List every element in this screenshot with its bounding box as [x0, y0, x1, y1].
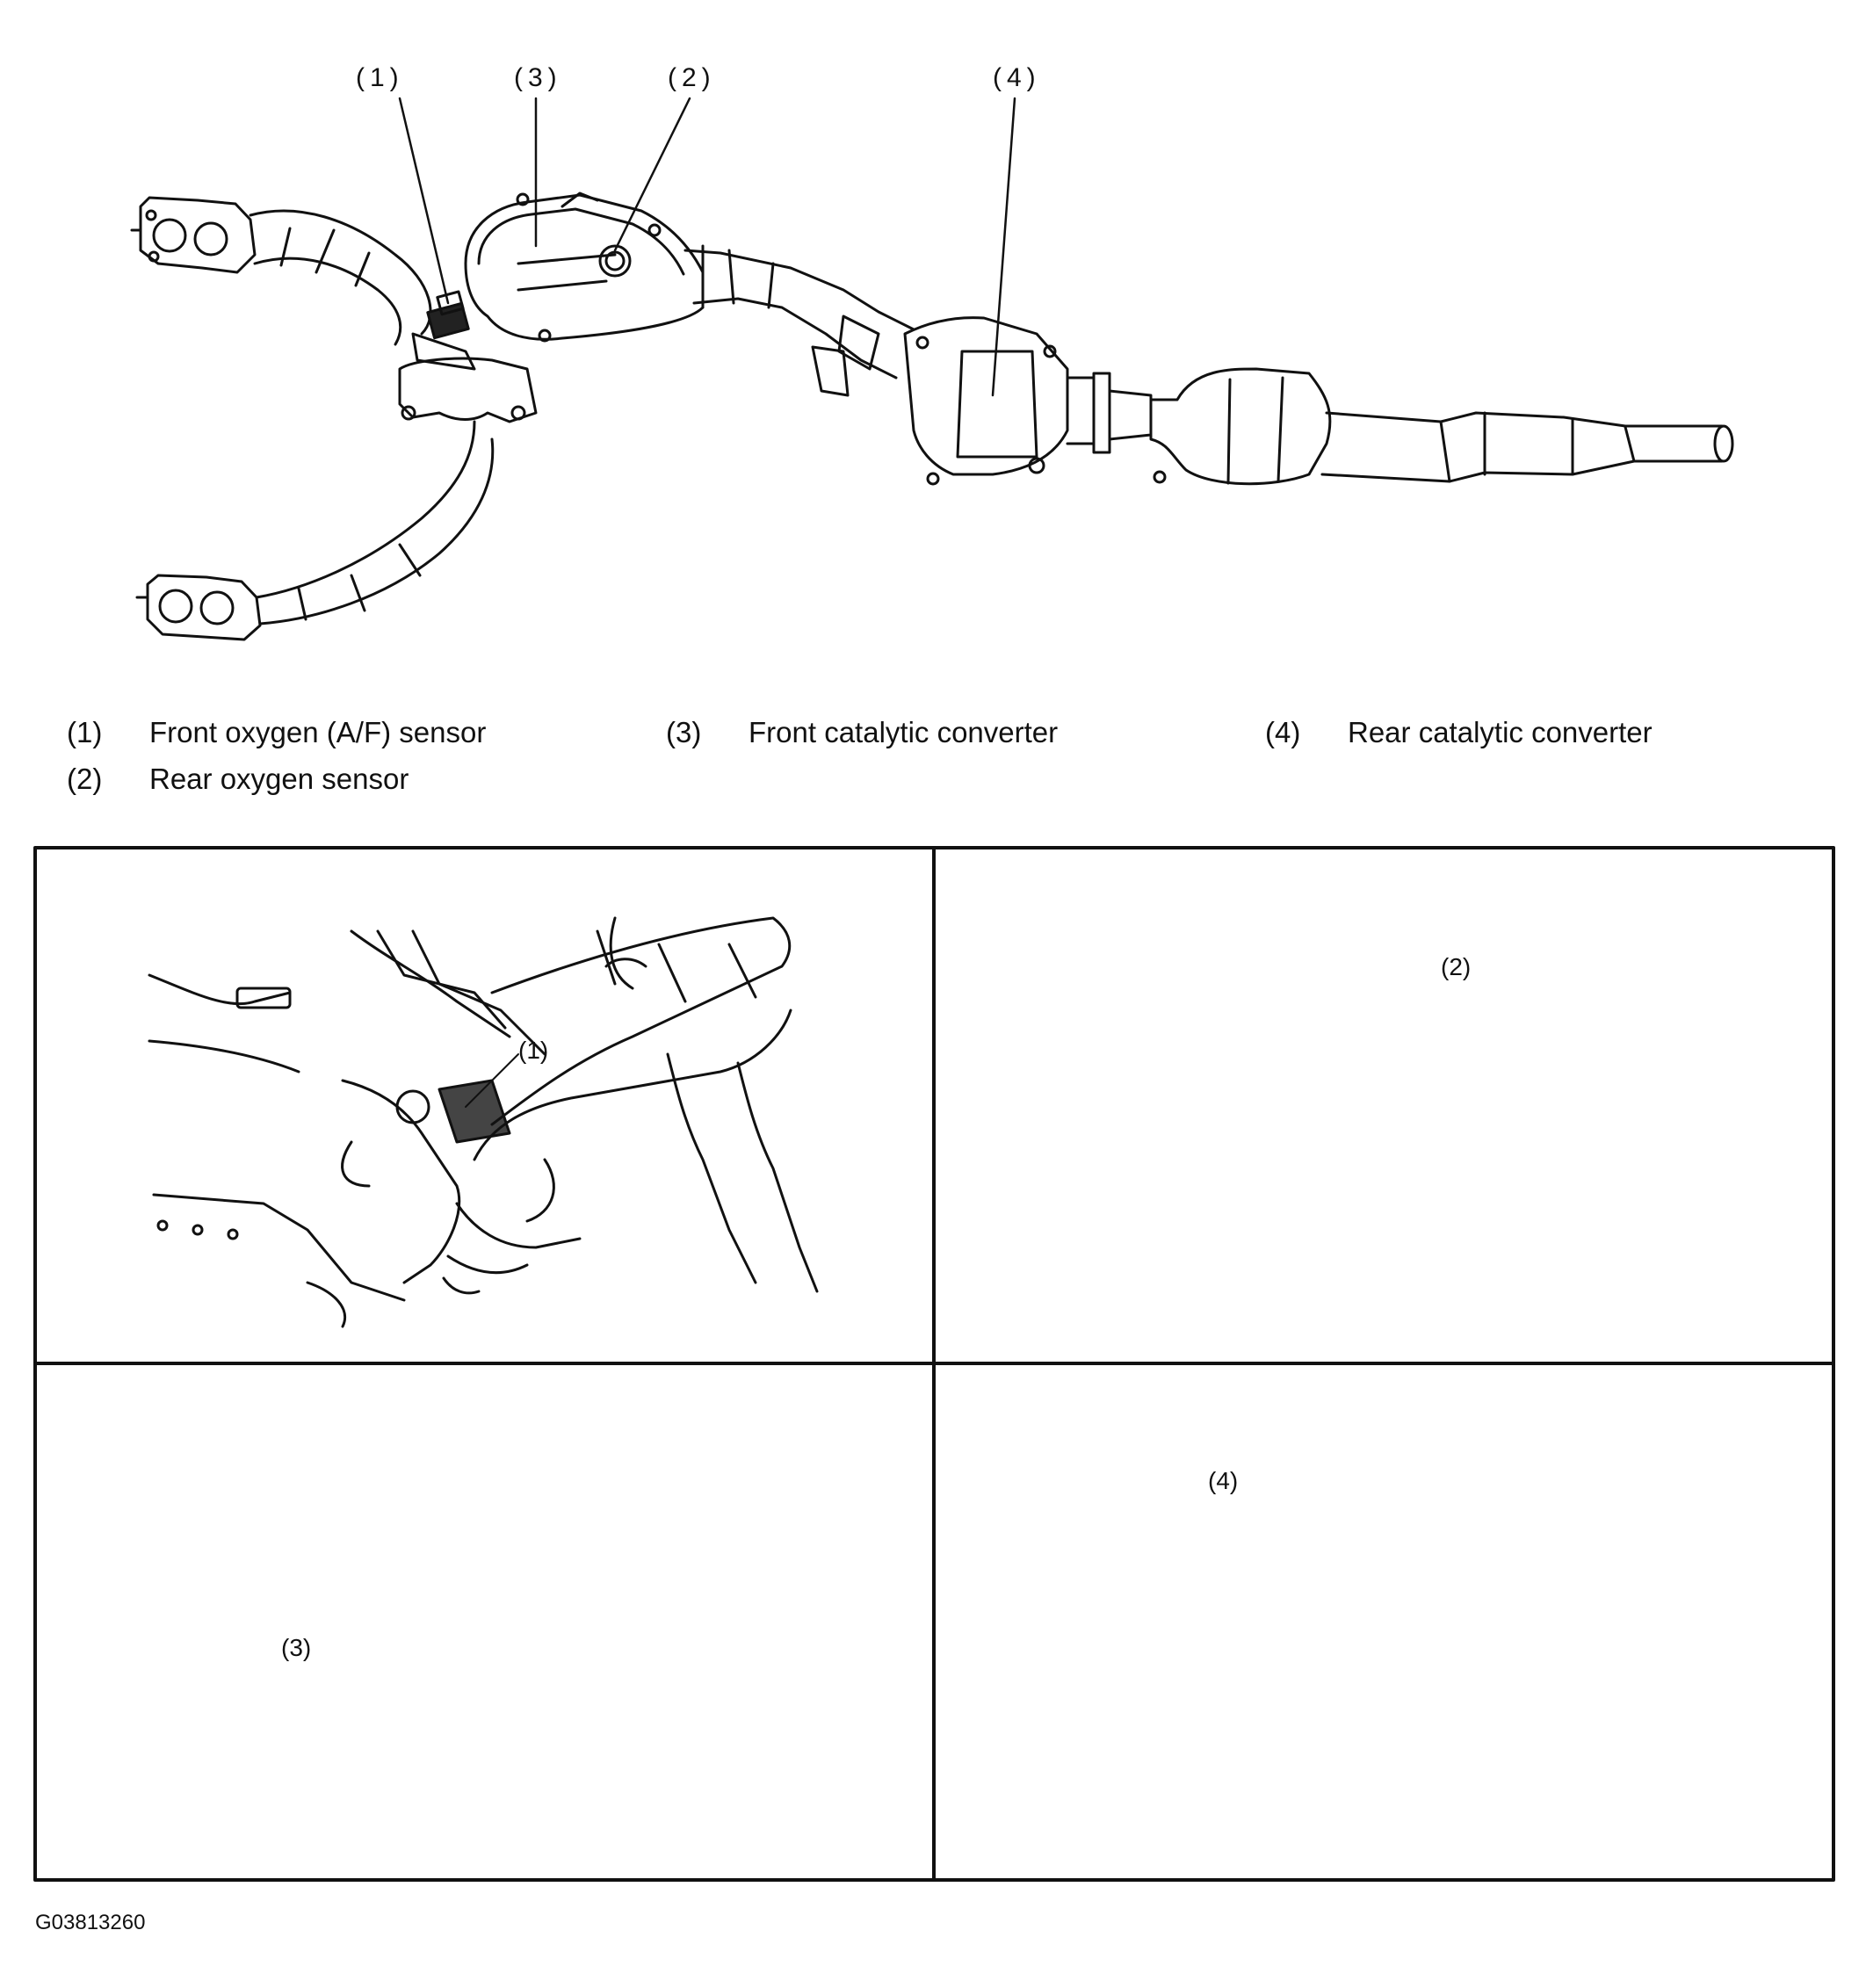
y-junction [398, 332, 538, 423]
upper-manifold-flange [130, 196, 257, 274]
legend-text-1: Front oxygen (A/F) sensor [149, 716, 487, 748]
front-catalytic-converter [464, 192, 705, 343]
upper-front-pipe [249, 209, 432, 346]
figure-code: G03813260 [35, 1911, 146, 1934]
legend-num-1: (1) [67, 716, 103, 748]
callout-3: (3) [514, 63, 562, 92]
callout-leaders [398, 97, 1016, 397]
muffler [1149, 367, 1332, 486]
legend-text-3: Front catalytic converter [749, 716, 1059, 748]
lower-manifold-flange [135, 574, 262, 641]
legend-num-2: (2) [67, 763, 103, 795]
callout-2: (2) [668, 63, 716, 92]
panel-3-callout: (3) [281, 1634, 312, 1661]
callout-4: (4) [993, 63, 1041, 92]
panel-1-callout: (1) [518, 1037, 549, 1064]
legend-text-2: Rear oxygen sensor [149, 763, 409, 795]
callout-1: (1) [356, 63, 404, 92]
panel-2-callout: (2) [1441, 953, 1472, 980]
legend-num-3: (3) [666, 716, 702, 748]
mid-pipe [683, 244, 915, 397]
lower-front-pipe [255, 420, 495, 625]
panel-front-oxygen-sensor [148, 916, 819, 1328]
rear-catalytic-converter [903, 316, 1069, 486]
panel-4-callout: (4) [1208, 1467, 1239, 1494]
front-oxygen-sensor [426, 290, 470, 340]
rear-oxygen-sensor [598, 244, 632, 278]
legend-text-4: Rear catalytic converter [1348, 716, 1653, 748]
tail-pipe [1320, 411, 1734, 483]
exhaust-system-illustration [130, 97, 1734, 641]
legend-num-4: (4) [1265, 716, 1301, 748]
